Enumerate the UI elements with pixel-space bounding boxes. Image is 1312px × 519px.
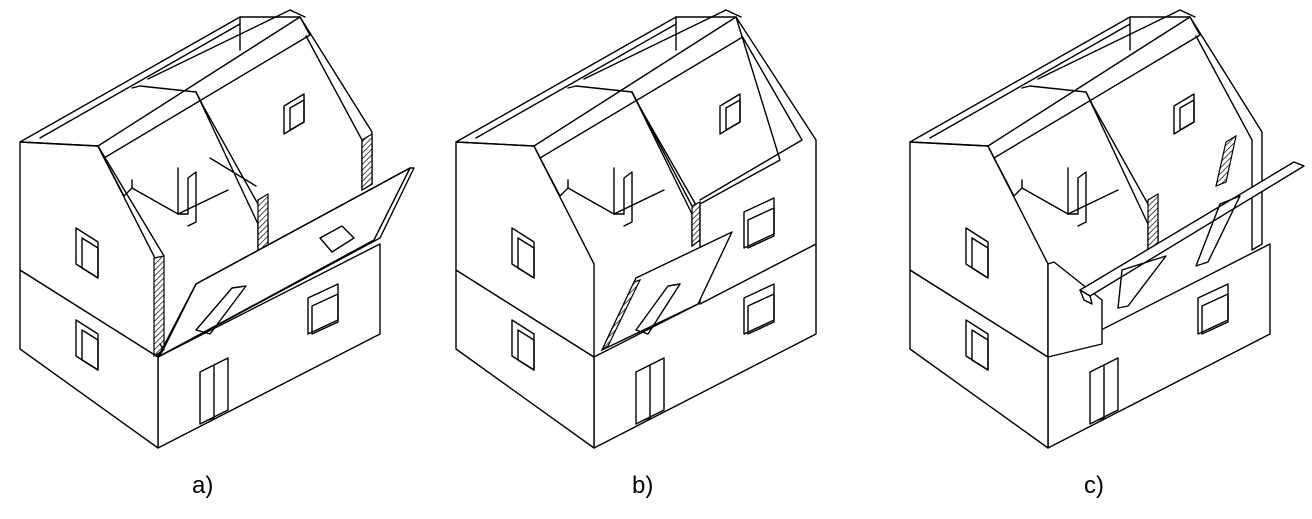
house-a-inner-gable-section xyxy=(257,192,269,254)
label-b: b) xyxy=(632,472,654,499)
house-a-panel-window xyxy=(319,225,355,253)
house-c-slab-window-opening xyxy=(1195,195,1241,267)
house-b xyxy=(455,9,817,449)
house-b-inner-gable xyxy=(631,91,701,247)
label-a: a) xyxy=(192,472,214,499)
house-c-slab-opening xyxy=(1117,255,1167,309)
house-a-panel-door-opening xyxy=(195,285,247,335)
house-c-inner-gable-section xyxy=(1147,192,1159,254)
house-c-front-wall-strip xyxy=(1047,261,1103,358)
house-c-inner-gable xyxy=(1085,91,1159,253)
house-a-front-wall-section xyxy=(153,255,165,358)
house-a-far-gable-section xyxy=(361,132,373,192)
house-a-roof-deck-left xyxy=(19,16,301,147)
house-c xyxy=(909,9,1305,449)
house-a xyxy=(19,9,415,449)
house-b-upper-front-wall xyxy=(699,16,817,305)
house-b-panel-door-opening xyxy=(635,283,681,335)
house-c-far-gable-section xyxy=(1215,134,1237,187)
label-c: c) xyxy=(1084,472,1104,499)
house-b-tilted-panel-section xyxy=(600,278,642,352)
house-b-inner-gable-section xyxy=(691,201,701,248)
